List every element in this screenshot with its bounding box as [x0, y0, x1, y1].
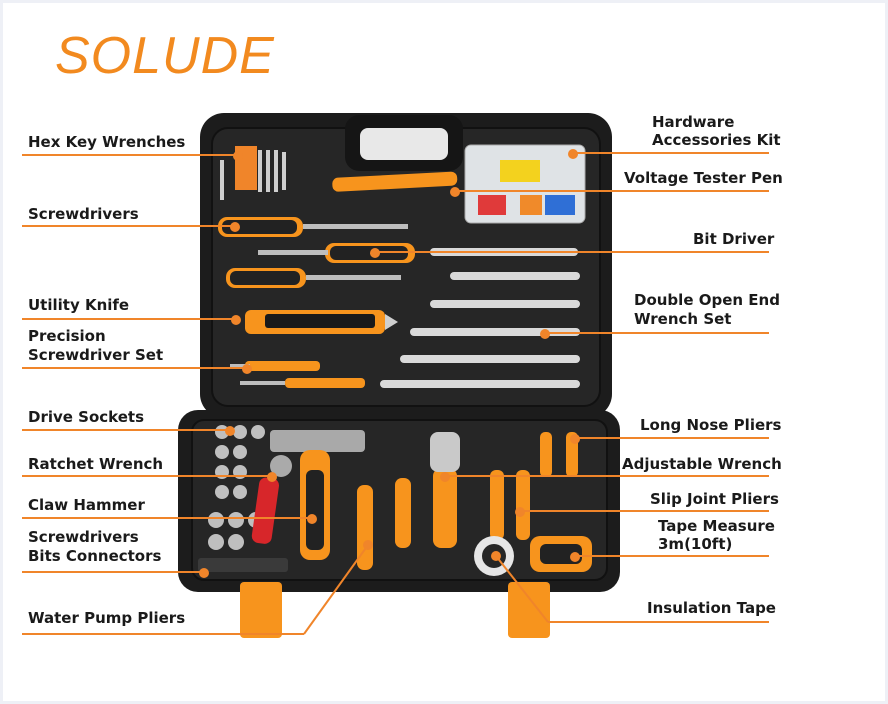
label-insulation-tape: Insulation Tape	[647, 599, 776, 617]
leader-precision	[22, 367, 247, 369]
label-tape-line2: 3m(10ft)	[658, 535, 733, 553]
label-hex-key-wrenches: Hex Key Wrenches	[28, 133, 186, 151]
label-voltage-tester: Voltage Tester Pen	[624, 169, 783, 187]
leader-knife	[22, 318, 236, 320]
leader-hardware	[573, 152, 769, 154]
label-screwdrivers: Screwdrivers	[28, 205, 139, 223]
label-wrench-line1: Double Open End	[634, 291, 780, 309]
leader-dot-screwdrivers	[230, 222, 240, 232]
leader-bitdriver	[375, 251, 769, 253]
leader-dot-sockets	[225, 426, 235, 436]
label-claw-hammer: Claw Hammer	[28, 496, 145, 514]
label-precision-line2: Screwdriver Set	[28, 346, 164, 364]
label-adjustable-wrench: Adjustable Wrench	[622, 455, 782, 473]
brand-logo: SOLUDE	[55, 27, 275, 85]
label-ratchet-wrench: Ratchet Wrench	[28, 455, 164, 473]
leader-dot-hardware	[568, 149, 578, 159]
label-utility-knife: Utility Knife	[28, 296, 130, 314]
label-hardware-line2: Accessories Kit	[652, 131, 781, 149]
leader-hex	[22, 154, 238, 156]
label-tape-line1: Tape Measure	[658, 517, 775, 535]
leader-bits	[22, 571, 204, 573]
leader-dot-hex	[233, 151, 243, 161]
label-slip-joint-pliers: Slip Joint Pliers	[650, 490, 779, 508]
leader-screwdrivers	[22, 225, 235, 227]
leader-adjust	[445, 475, 769, 477]
leader-dot-bitdriver	[370, 248, 380, 258]
leader-dot-tape	[570, 552, 580, 562]
leader-dot-knife	[231, 315, 241, 325]
leader-wrench	[545, 332, 769, 334]
leader-dot-hammer	[307, 514, 317, 524]
label-bits-line2: Bits Connectors	[28, 547, 162, 565]
leader-dot-wrench	[540, 329, 550, 339]
leader-dot-tester	[450, 187, 460, 197]
leader-tape	[575, 555, 769, 557]
leader-pump	[22, 633, 304, 635]
label-wrench-line2: Wrench Set	[634, 310, 732, 328]
leader-dot-bits	[199, 568, 209, 578]
label-hardware-line1: Hardware	[652, 113, 735, 131]
leader-dot-longnose	[570, 434, 580, 444]
label-drive-sockets: Drive Sockets	[28, 408, 145, 426]
label-long-nose-pliers: Long Nose Pliers	[640, 416, 782, 434]
leader-dot-slip	[515, 507, 525, 517]
label-bits-line1: Screwdrivers	[28, 528, 139, 546]
leader-dot-adjust	[440, 472, 450, 482]
leader-tester	[455, 190, 769, 192]
leader-slip	[520, 510, 769, 512]
leader-dot-precision	[242, 364, 252, 374]
leader-longnose	[575, 437, 769, 439]
label-precision-line1: Precision	[28, 327, 106, 345]
leader-insul	[548, 621, 769, 623]
label-water-pump-pliers: Water Pump Pliers	[28, 609, 186, 627]
leader-ratchet	[22, 475, 272, 477]
leader-sockets	[22, 429, 230, 431]
leader-hammer	[22, 517, 312, 519]
leader-dot-ratchet	[267, 472, 277, 482]
label-bit-driver: Bit Driver	[693, 230, 775, 248]
